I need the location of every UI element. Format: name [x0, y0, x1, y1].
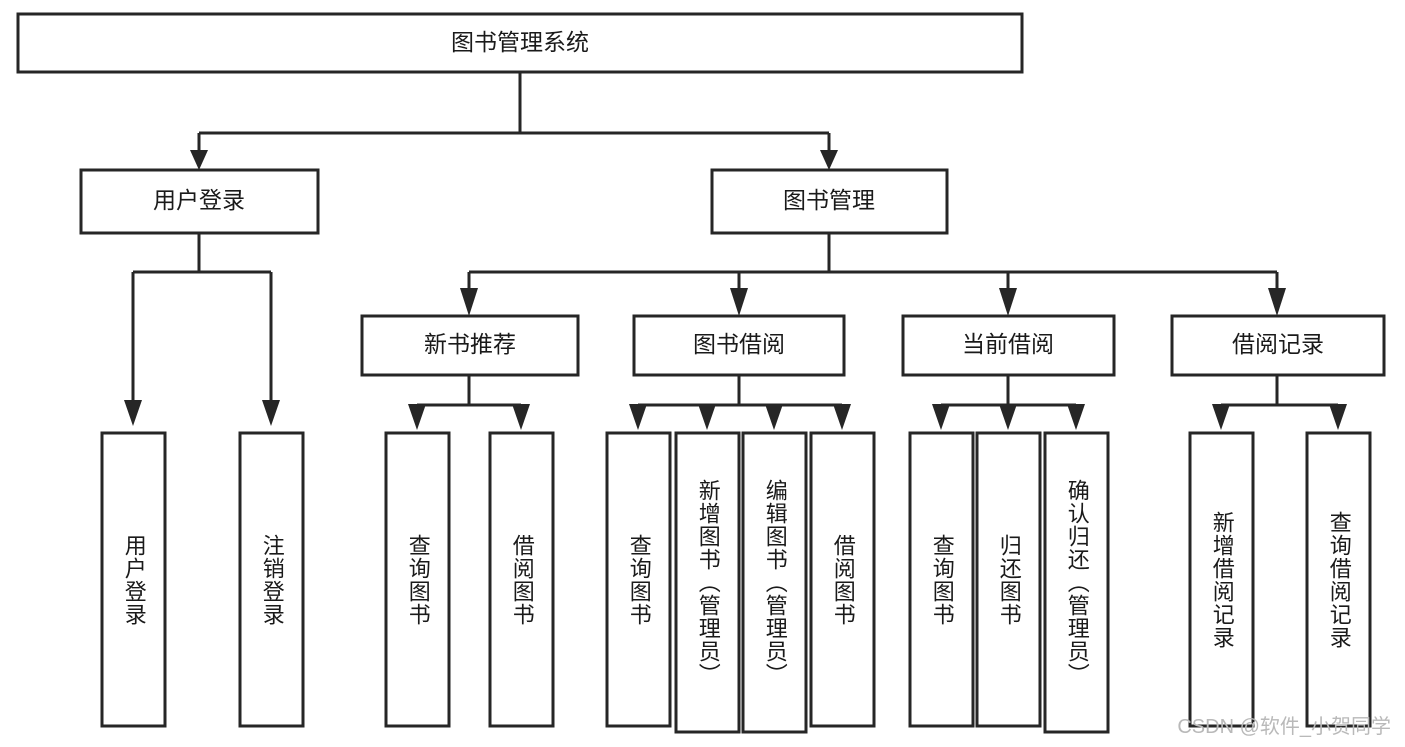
arrow-head-leaf-borrow-book-1 — [512, 404, 530, 430]
node-book-borrow-box[interactable] — [632, 314, 846, 377]
arrow-head-leaf-edit-book — [765, 404, 783, 430]
node-leaf-user-logout-box[interactable] — [238, 431, 305, 728]
node-user-login-box[interactable] — [79, 168, 320, 235]
node-leaf-query-book-3-box[interactable] — [908, 431, 975, 728]
node-leaf-confirm-return-box[interactable] — [1043, 431, 1110, 734]
arrow-head-borrow-record — [1268, 288, 1286, 316]
arrow-head-leaf-borrow-book-2 — [833, 404, 851, 430]
arrow-head-leaf-query-book-2 — [629, 404, 647, 430]
node-leaf-query-record-box[interactable] — [1305, 431, 1372, 728]
node-root-box[interactable] — [16, 12, 1024, 74]
node-root-label: 图书管理系统 — [451, 29, 589, 55]
arrow-head-bookmgmt — [820, 150, 838, 170]
node-book-borrow-label: 图书借阅 — [693, 331, 785, 357]
connector-layer — [124, 72, 1347, 430]
node-borrow-record-label: 借阅记录 — [1232, 331, 1324, 357]
arrow-head-new-book-recommend — [460, 288, 478, 316]
arrow-head-leaf-query-book-3 — [932, 404, 950, 430]
arrow-head-leaf-add-book — [698, 404, 716, 430]
arrow-head-current-borrow — [999, 288, 1017, 316]
arrow-head-book-borrow — [730, 288, 748, 316]
node-new-book-recommend-label: 新书推荐 — [424, 331, 516, 357]
arrow-head-leaf-query-record — [1329, 404, 1347, 430]
csdn-watermark: CSDN @软件_小贺同学 — [1177, 716, 1391, 738]
arrow-head-leaf-add-record — [1212, 404, 1230, 430]
arrow-head-leaf-confirm-return — [1067, 404, 1085, 430]
arrow-head-leaf-query-book-1 — [408, 404, 426, 430]
node-current-borrow-label: 当前借阅 — [962, 331, 1054, 357]
node-new-book-recommend-box[interactable] — [360, 314, 580, 377]
node-leaf-edit-book-box[interactable] — [741, 431, 808, 734]
node-leaf-borrow-book-2-box[interactable] — [809, 431, 876, 728]
node-leaf-query-book-2-box[interactable] — [605, 431, 672, 728]
node-book-management-label: 图书管理 — [783, 187, 875, 213]
arrow-head-leaf-user-logout — [262, 400, 280, 426]
node-leaf-borrow-book-1-box[interactable] — [488, 431, 555, 728]
node-leaf-add-record-box[interactable] — [1188, 431, 1255, 728]
node-book-management-box[interactable] — [710, 168, 949, 235]
node-leaf-add-book-box[interactable] — [674, 431, 741, 734]
node-current-borrow-box[interactable] — [901, 314, 1116, 377]
node-leaf-return-book-box[interactable] — [975, 431, 1042, 728]
arrow-head-userlogin — [190, 150, 208, 170]
node-leaf-user-login-box[interactable] — [100, 431, 167, 728]
arrow-head-leaf-return-book — [999, 404, 1017, 430]
node-borrow-record-box[interactable] — [1170, 314, 1386, 377]
node-leaf-query-book-1-box[interactable] — [384, 431, 451, 728]
node-user-login-label: 用户登录 — [153, 187, 245, 213]
arrow-head-leaf-user-login — [124, 400, 142, 426]
node-layer: 图书管理系统 用户登录 图书管理 新书推荐 图书借阅 当前借阅 借阅记录 — [16, 12, 1386, 734]
